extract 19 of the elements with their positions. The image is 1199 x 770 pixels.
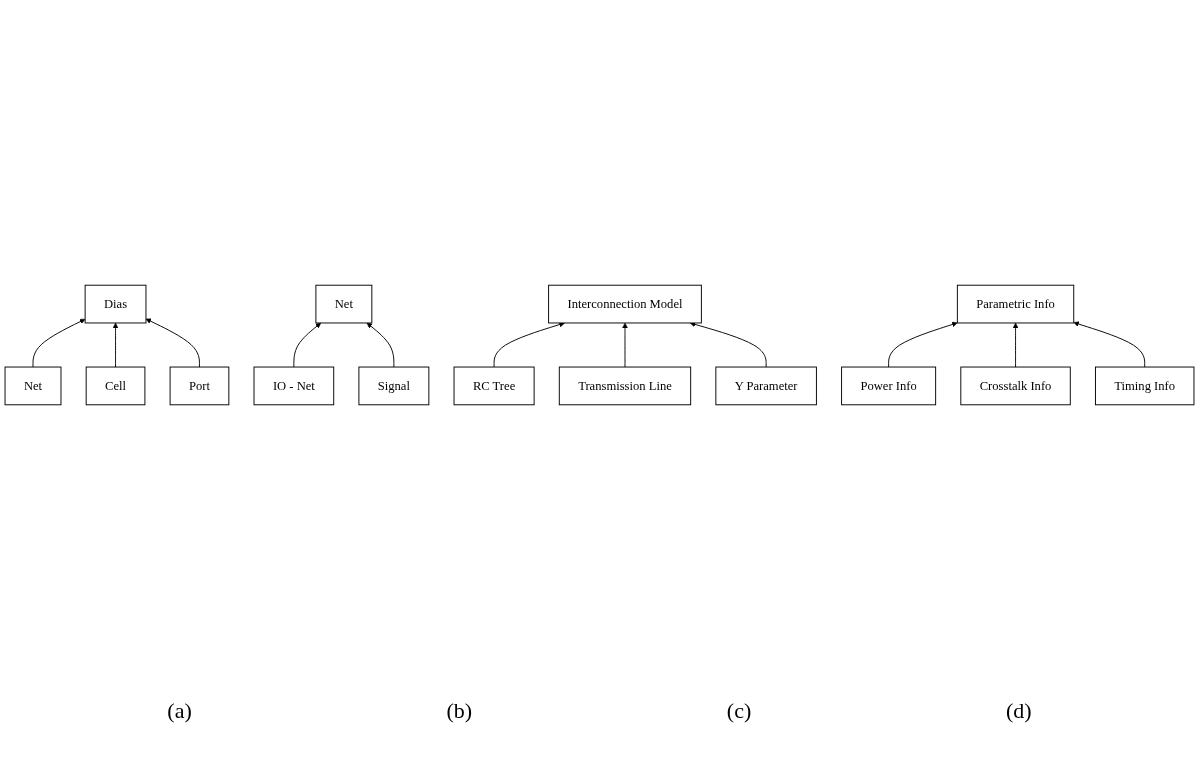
figure-label: (d) [1005,698,1032,724]
node-box: Net [315,284,373,324]
node-box: Signal [358,366,430,406]
node-box: Timing Info [1095,366,1195,406]
node-box: Dias [84,284,147,324]
figure-label: (b) [446,698,473,724]
node-box: Cell [85,366,146,406]
node-box: Transmission Line [558,366,692,406]
node-box: IO - Net [253,366,335,406]
node-box: Y Parameter [715,366,817,406]
figure-label: (a) [167,698,192,724]
node-box: Interconnection Model [548,284,702,324]
node-box: Port [169,366,230,406]
node-box: Net [4,366,62,406]
node-box: RC Tree [453,366,535,406]
node-box: Power Info [841,366,937,406]
figure-label: (c) [726,698,752,724]
node-box: Crosstalk Info [960,366,1071,406]
node-box: Parametric Info [956,284,1075,324]
